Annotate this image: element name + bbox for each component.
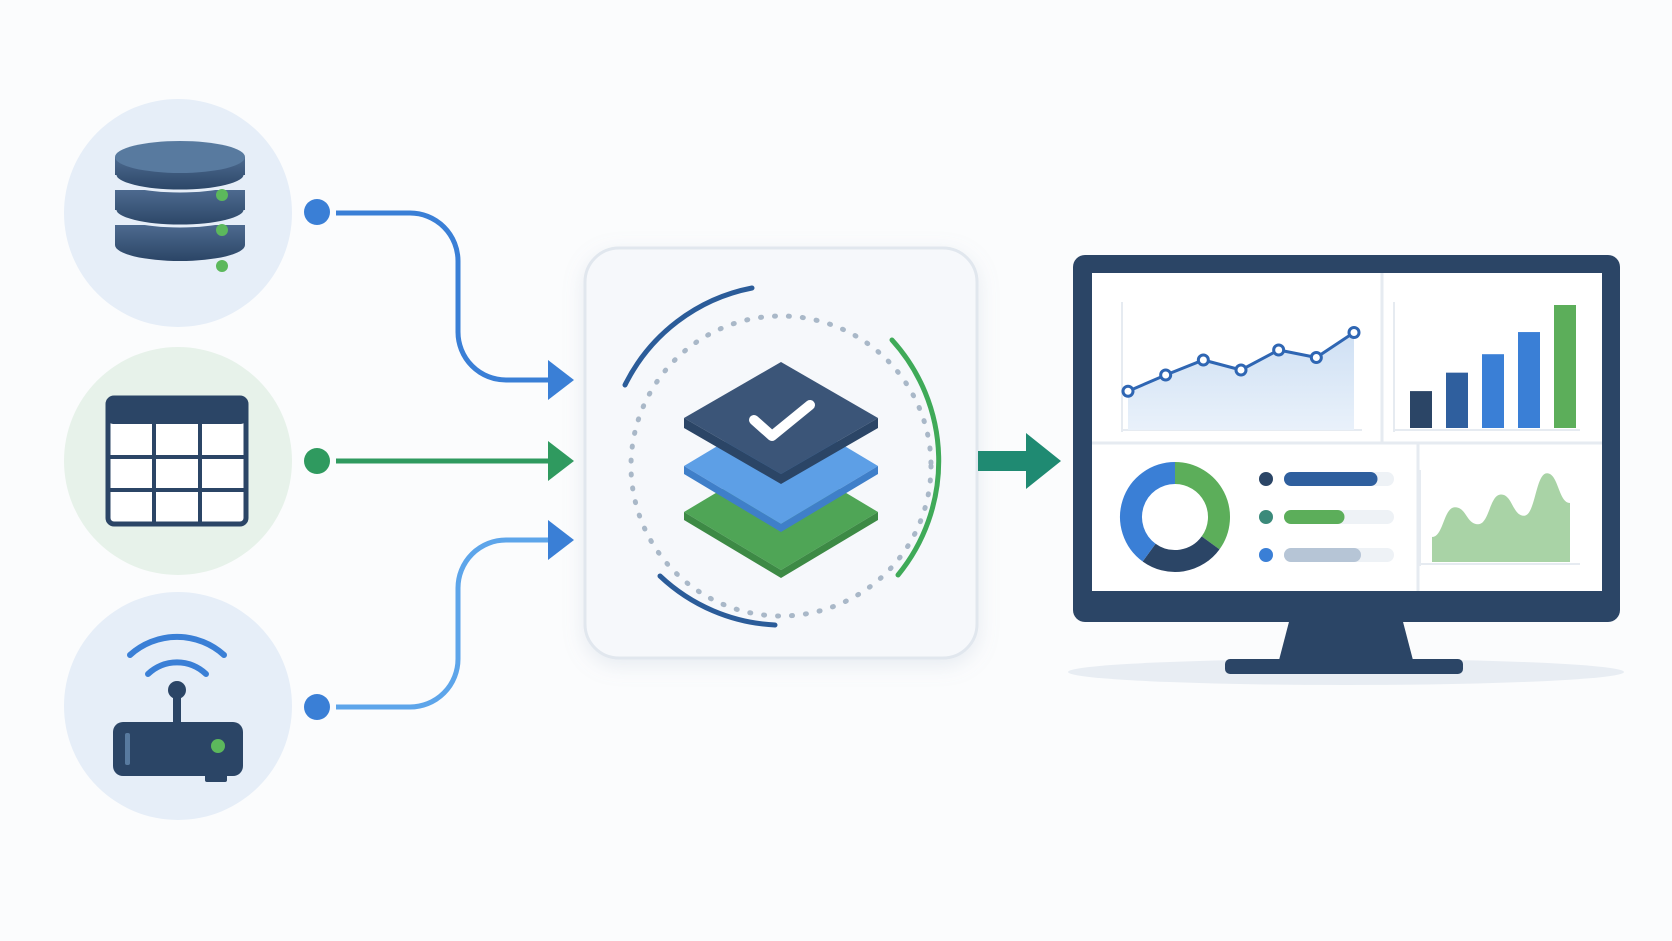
checkmark-icon: [749, 400, 815, 441]
source-iot-device: [64, 592, 292, 820]
validated-layers-icon: [622, 285, 942, 628]
bar-chart-widget: [1393, 302, 1580, 432]
list-bar: [1284, 472, 1378, 486]
donut-segment: [1174, 462, 1230, 550]
monitor-stand: [1278, 618, 1414, 664]
arrowhead-icon: [548, 520, 574, 560]
bar-chart-bar: [1410, 391, 1432, 428]
list-item: [1259, 510, 1394, 524]
area-chart-fill: [1432, 473, 1570, 562]
line-chart-point: [1121, 384, 1135, 398]
line-chart-area: [1128, 332, 1354, 430]
arrowhead-icon: [548, 360, 574, 400]
donut-segment: [1142, 535, 1220, 572]
list-widget: [1259, 472, 1394, 562]
bar-chart-bar: [1482, 354, 1504, 428]
list-item: [1259, 548, 1394, 562]
line-chart-point: [1347, 326, 1361, 339]
line-chart-point: [1272, 343, 1286, 357]
connector-spreadsheet: [304, 441, 574, 481]
connector-iot-device: [304, 520, 574, 720]
monitor-base: [1225, 659, 1463, 674]
line-chart-point: [1234, 363, 1248, 377]
connector-database: [304, 199, 574, 400]
donut-segment: [1120, 462, 1176, 562]
source-database: [64, 99, 292, 327]
bar-chart-bar: [1554, 305, 1576, 428]
list-bullet: [1259, 472, 1273, 486]
line-chart-widget: [1121, 302, 1362, 432]
bar-chart-bar: [1518, 332, 1540, 428]
list-item: [1259, 472, 1394, 486]
area-chart-widget: [1419, 470, 1580, 566]
list-bar: [1284, 510, 1345, 524]
database-icon: [113, 141, 247, 272]
connector-output: [978, 433, 1061, 489]
arrowhead-icon: [548, 441, 574, 481]
list-bullet: [1259, 510, 1273, 524]
processor: [583, 246, 979, 660]
source-spreadsheet: [64, 347, 292, 575]
table-grid-icon: [105, 395, 249, 527]
line-chart-point: [1159, 368, 1173, 382]
list-bar: [1284, 548, 1361, 562]
list-bullet: [1259, 548, 1273, 562]
dashboard-monitor-icon: [1068, 255, 1624, 685]
wifi-router-icon: [113, 633, 243, 782]
line-chart-point: [1309, 351, 1323, 364]
bar-chart-bar: [1446, 372, 1468, 428]
donut-chart-widget: [1120, 462, 1230, 572]
arrowhead-icon: [1026, 433, 1061, 489]
line-chart-point: [1196, 353, 1210, 367]
